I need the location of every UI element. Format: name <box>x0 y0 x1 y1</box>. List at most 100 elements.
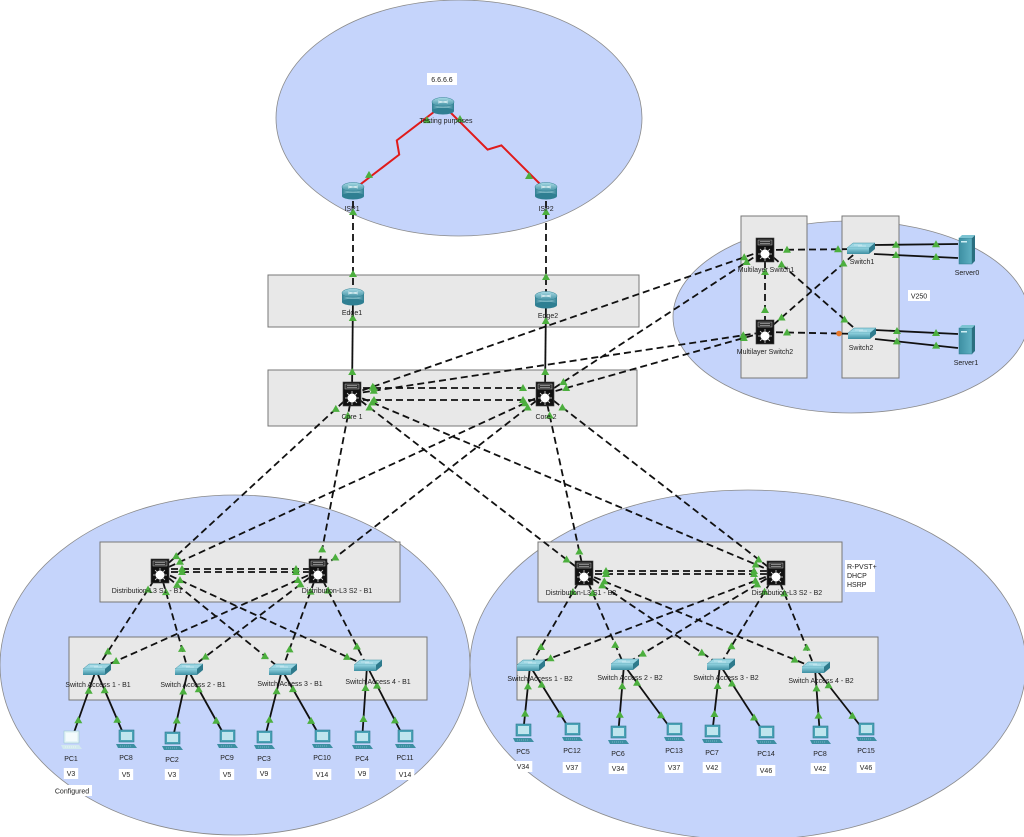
device-mlswitch-mls1[interactable]: Multilayer Switch1 <box>738 237 795 274</box>
link-core1-mls2[interactable] <box>351 331 766 395</box>
link-test-isp1[interactable] <box>352 104 444 191</box>
link-a3b1-pc10[interactable] <box>281 669 323 741</box>
port-status-up-icon <box>932 252 941 260</box>
link-a2b1-pc02[interactable] <box>171 669 189 743</box>
link-a2b2-pc06[interactable] <box>617 664 625 737</box>
device-router-isp1[interactable]: ISP1 <box>341 182 365 214</box>
device-server-srv1[interactable]: Server1 <box>954 325 979 367</box>
link-mls2-sw2[interactable] <box>764 331 862 335</box>
link-edge2-core2[interactable] <box>544 298 547 395</box>
device-switch-a4b2[interactable]: Switch Access 4 - B2 <box>788 661 854 685</box>
link-a1b1-pc01[interactable] <box>70 669 97 742</box>
device-router-edge2[interactable]: Edge2 <box>534 291 558 321</box>
link-d2b1-a1b1[interactable] <box>95 570 319 671</box>
link-d1b2-a4b2[interactable] <box>583 572 816 669</box>
link-core2-d1b1[interactable] <box>159 393 546 572</box>
port-status-up-icon <box>812 684 821 692</box>
link-a4b1-pc11[interactable] <box>366 665 406 741</box>
device-switch-a2b2[interactable]: Switch Access 2 - B2 <box>597 658 663 682</box>
device-switch-a1b2[interactable]: Switch Access 1 - B2 <box>507 659 573 683</box>
link-a3b1-pc03[interactable] <box>263 669 283 742</box>
link-sw2-srv1[interactable] <box>874 329 959 335</box>
device-switch-a2b1[interactable]: Switch Access 2 - B1 <box>160 663 226 689</box>
device-switch-a3b1[interactable]: Switch Access 3 - B1 <box>257 663 323 688</box>
device-switch-a1b1[interactable]: Switch Access 1 - B1 <box>65 663 131 689</box>
link-sw1-srv0[interactable] <box>873 243 959 246</box>
link-core2-d1b2[interactable] <box>544 393 585 574</box>
link-a3b2-pc14[interactable] <box>719 664 767 737</box>
device-mlswitch-d2b2[interactable]: Distribution-L3 S2 - B2 <box>752 560 823 597</box>
device-mlswitch-core2[interactable]: Core 2 <box>535 381 557 421</box>
link-edge1-core1[interactable] <box>351 295 354 395</box>
device-switch-sw1[interactable]: Switch1 <box>846 242 876 266</box>
device-label: Switch2 <box>849 345 874 352</box>
link-d1b1-a4b1[interactable] <box>159 570 368 667</box>
link-d1b1-a2b1[interactable] <box>159 570 189 671</box>
link-d2b2-a3b2[interactable] <box>719 572 777 666</box>
device-mlswitch-d2b1[interactable]: Distribution-L3 S2 - B1 <box>302 558 373 595</box>
multilayer-switch-icon <box>766 560 786 586</box>
link-d1b2-a1b2[interactable] <box>529 572 585 667</box>
device-router-edge1[interactable]: Edge1 <box>341 288 365 318</box>
link-core1-d1b2[interactable] <box>351 393 585 574</box>
link-a1b1-pc08[interactable] <box>95 669 127 741</box>
link-a3b2-pc07[interactable] <box>711 664 721 736</box>
link-a4b2-pc08b[interactable] <box>814 667 821 737</box>
link-a2b1-pc09[interactable] <box>187 669 228 741</box>
link-d2b1-a3b1[interactable] <box>281 570 319 671</box>
link-a4b2-pc15[interactable] <box>814 667 867 734</box>
link-d1b2-a2b2[interactable] <box>583 572 625 666</box>
device-router-test[interactable]: Testing purposes <box>420 97 473 126</box>
link-core2-mls2[interactable] <box>544 331 766 395</box>
link-d2b1-a2b1[interactable] <box>187 570 319 671</box>
device-server-srv0[interactable]: Server0 <box>955 235 980 277</box>
device-label: Switch Access 2 - B1 <box>160 682 225 689</box>
link-sw1-srv0[interactable] <box>873 253 959 259</box>
link-a2b2-pc13[interactable] <box>623 664 675 734</box>
link-a1b2-pc12[interactable] <box>529 665 573 734</box>
link-core2-d2b2[interactable] <box>544 393 777 574</box>
device-switch-a3b2[interactable]: Switch Access 3 - B2 <box>693 658 759 682</box>
port-status-up-icon <box>546 654 555 662</box>
link-d2b1-a4b1[interactable] <box>317 570 368 667</box>
link-d2b2-a4b2[interactable] <box>775 572 816 669</box>
link-d1b1-a1b1[interactable] <box>95 570 161 671</box>
device-router-isp2[interactable]: ISP2 <box>534 182 558 214</box>
port-status-up-icon <box>272 687 281 695</box>
link-core1-mls1[interactable] <box>351 249 766 395</box>
device-mlswitch-d1b2[interactable]: Distribution-L3 S1 - B2 <box>546 560 617 597</box>
link-core1-d2b1[interactable] <box>317 393 353 572</box>
port-status-up-icon <box>368 398 377 406</box>
device-mlswitch-core1[interactable]: Core 1 <box>341 381 363 421</box>
device-switch-sw2[interactable]: Switch2 <box>847 327 877 352</box>
link-test-isp2[interactable] <box>442 104 547 191</box>
link-sw2-srv1[interactable] <box>874 338 959 349</box>
link-core2-d2b1[interactable] <box>317 393 546 572</box>
device-mlswitch-mls2[interactable]: Multilayer Switch2 <box>737 319 794 356</box>
link-a1b2-pc05[interactable] <box>522 665 531 735</box>
link-a4b1-pc04[interactable] <box>361 665 368 742</box>
device-switch-a4b1[interactable]: Switch Access 4 - B1 <box>345 659 411 686</box>
link-d2b2-a2b2[interactable] <box>623 572 777 666</box>
link-mls1-sw1[interactable] <box>764 248 861 251</box>
port-status-up-icon <box>891 251 900 259</box>
device-mlswitch-d1b1[interactable]: Distribution-L3 S1 - B1 <box>112 558 183 595</box>
port-status-up-icon <box>780 589 789 597</box>
